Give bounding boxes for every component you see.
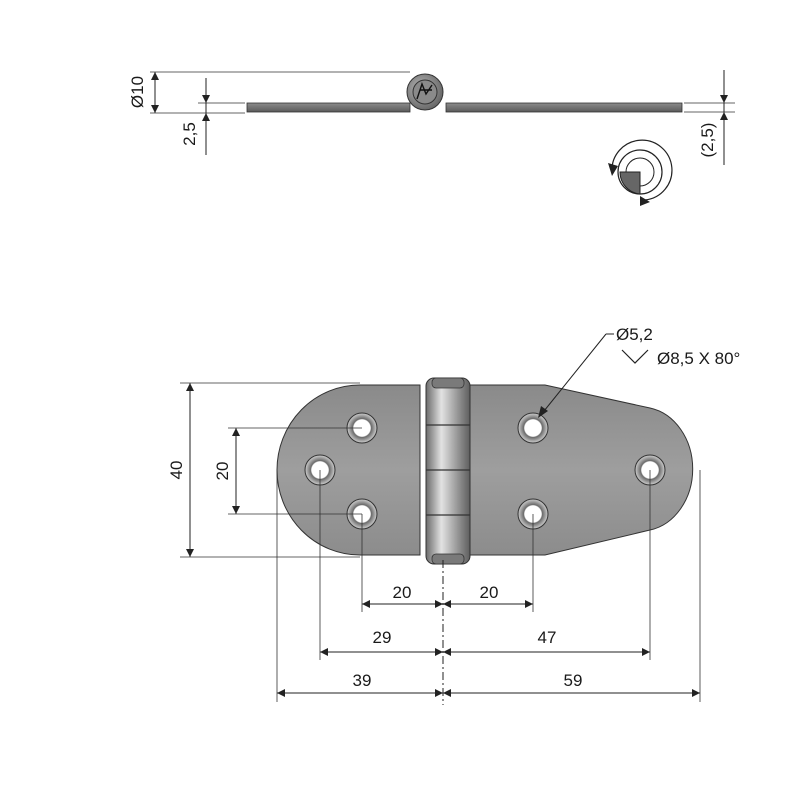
leaf-thickness-ref-label: (2,5) bbox=[698, 123, 717, 158]
left-leaf bbox=[276, 384, 421, 556]
hole-right-top bbox=[517, 412, 549, 444]
countersink-symbol-icon bbox=[621, 349, 649, 364]
front-view: Ø5,2 Ø8,5 X 80° 40 20 20 20 bbox=[167, 325, 740, 705]
pin-diameter-label: Ø10 bbox=[128, 76, 147, 108]
top-right-leaf bbox=[445, 102, 683, 113]
right-inner-offset-label: 20 bbox=[480, 583, 499, 602]
hole-vertical-spacing-label: 20 bbox=[213, 462, 232, 481]
rotation-direction-icon bbox=[608, 139, 673, 206]
left-inner-offset-label: 20 bbox=[393, 583, 412, 602]
countersink-label: Ø8,5 X 80° bbox=[657, 349, 740, 368]
knuckle bbox=[425, 377, 471, 565]
hole-diameter-label: Ø5,2 bbox=[616, 325, 653, 344]
left-leaf-width-label: 39 bbox=[353, 671, 372, 690]
left-outer-hole-offset-label: 29 bbox=[373, 628, 392, 647]
right-leaf-width-label: 59 bbox=[564, 671, 583, 690]
right-outer-hole-offset-label: 47 bbox=[538, 628, 557, 647]
top-view: Ø10 2,5 (2,5) bbox=[128, 70, 735, 206]
top-left-leaf bbox=[246, 102, 411, 113]
leaf-thickness-label: 2,5 bbox=[180, 122, 199, 146]
height-total-label: 40 bbox=[167, 461, 186, 480]
